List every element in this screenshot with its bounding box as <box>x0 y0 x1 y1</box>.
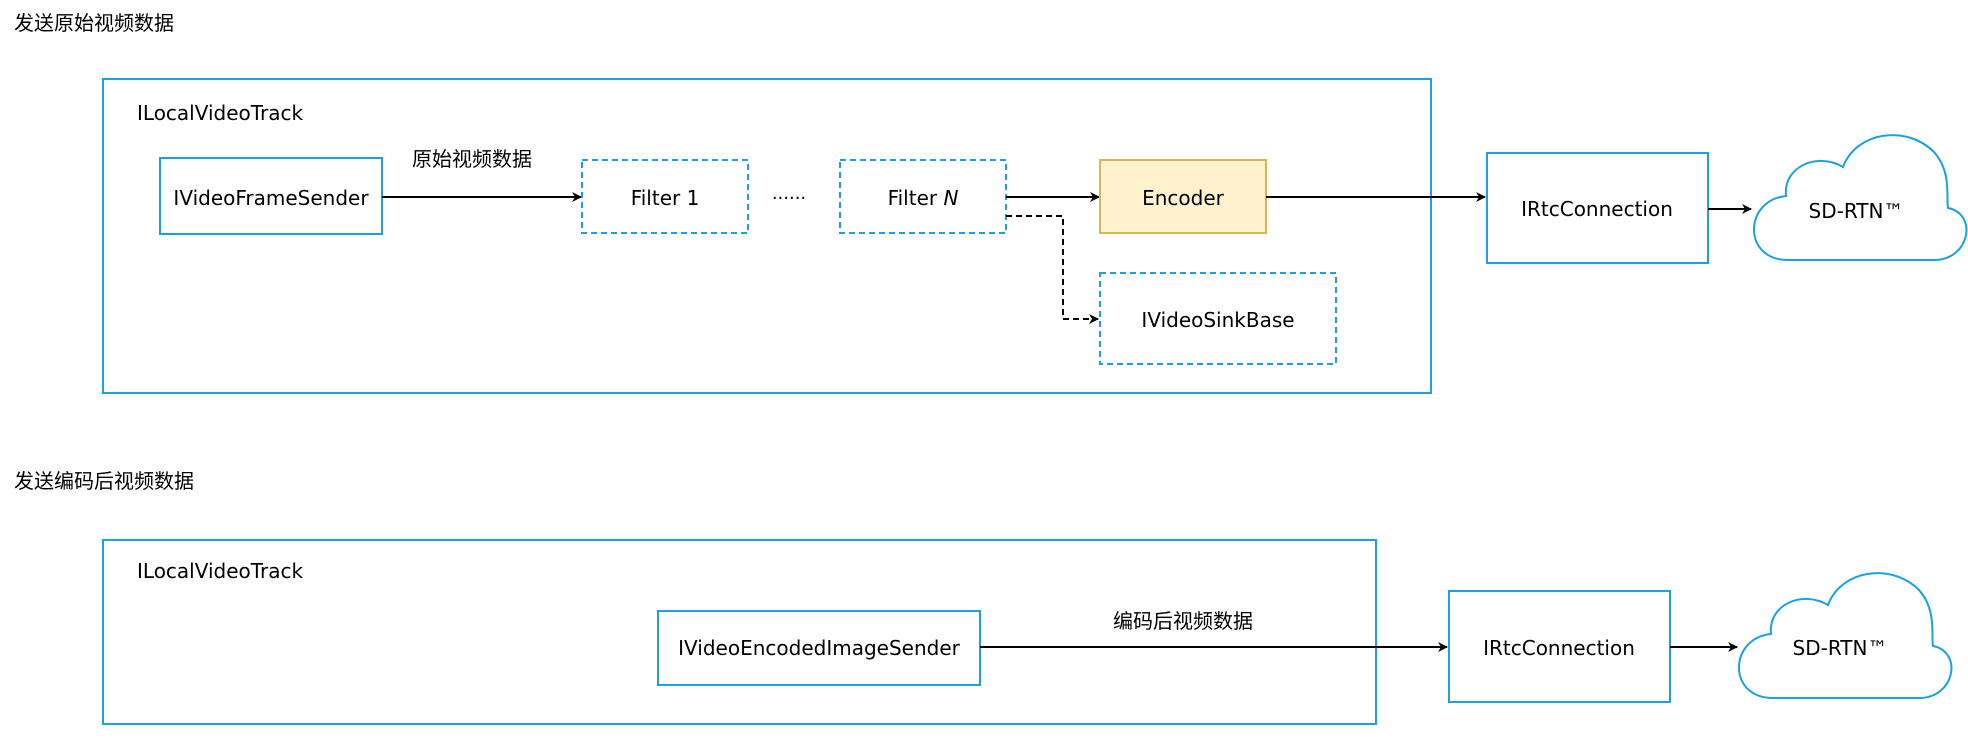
top-section-title: 发送原始视频数据 <box>14 11 174 35</box>
video-sink-base-node <box>1099 272 1337 365</box>
encoded-image-sender-node <box>657 610 981 686</box>
top-rtc-connection-label: IRtcConnection <box>1521 197 1673 221</box>
encoded-data-edge-label: 编码后视频数据 <box>1113 609 1253 633</box>
bottom-track-label: ILocalVideoTrack <box>137 559 304 583</box>
filter1-label: Filter 1 <box>631 186 700 210</box>
filterN-prefix: Filter <box>888 186 944 210</box>
filter1-node <box>581 159 749 234</box>
filterN-suffix: N <box>943 186 958 210</box>
video-sink-base-label: IVideoSinkBase <box>1141 308 1294 332</box>
filterN-label: Filter N <box>888 186 959 210</box>
encoded-image-sender-label: IVideoEncodedImageSender <box>678 636 960 660</box>
video-frame-sender-node <box>159 157 383 235</box>
bottom-rtc-connection-label: IRtcConnection <box>1483 636 1635 660</box>
encoder-label: Encoder <box>1142 186 1225 210</box>
top-sd-rtn-cloud-icon <box>1753 134 1968 261</box>
filterN-to-sink-arrow <box>1006 215 1099 324</box>
top-track-label: ILocalVideoTrack <box>137 101 304 125</box>
bottom-sd-rtn-cloud-icon <box>1738 572 1953 699</box>
top-local-video-track-container <box>102 78 1432 394</box>
filterN-node <box>839 159 1007 234</box>
bottom-local-video-track-container <box>102 539 1377 725</box>
filter-ellipsis: ······ <box>772 188 806 209</box>
bottom-section-title: 发送编码后视频数据 <box>14 469 194 493</box>
video-frame-sender-label: IVideoFrameSender <box>173 186 369 210</box>
top-sd-rtn-label: SD-RTN™ <box>1809 199 1904 223</box>
bottom-sd-rtn-label: SD-RTN™ <box>1793 636 1888 660</box>
raw-data-edge-label: 原始视频数据 <box>412 147 532 171</box>
encoder-node <box>1099 159 1267 234</box>
